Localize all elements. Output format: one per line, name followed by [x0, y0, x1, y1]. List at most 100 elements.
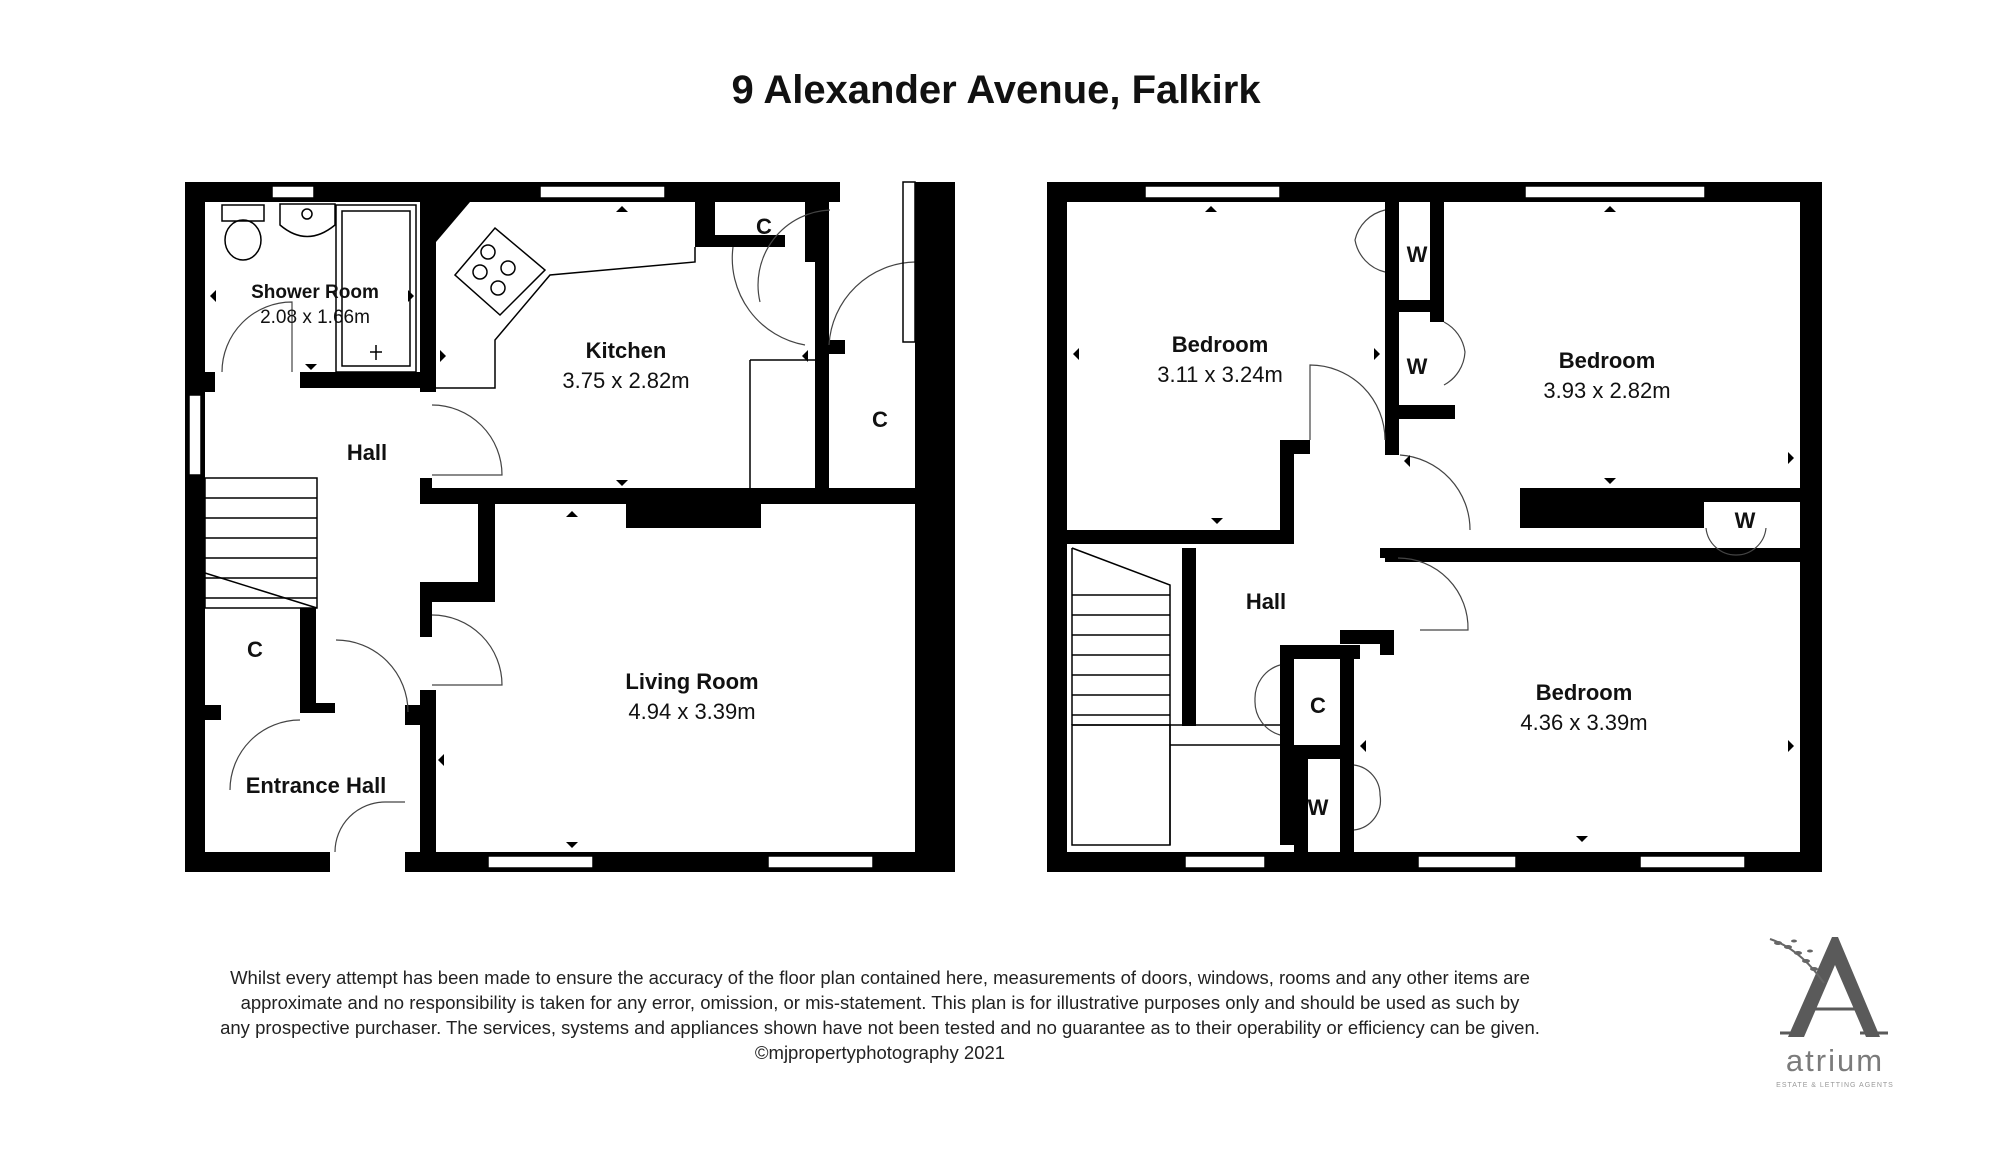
wardrobe-mid-wall [1385, 312, 1399, 452]
wardrobe-bottom-left [1294, 745, 1308, 855]
first-wall-left [1047, 182, 1067, 872]
door [1399, 454, 1471, 531]
letter-a-with-leaves-icon [1769, 937, 1888, 1037]
kitchen-corner [436, 202, 470, 242]
window [1524, 185, 1706, 199]
window [539, 185, 666, 199]
kitchen-name: Kitchen [586, 338, 667, 363]
door [221, 301, 293, 373]
living-room-dims: 4.94 x 3.39m [628, 699, 755, 724]
kitchen-cupboard-c-bottom [695, 235, 785, 247]
cupboard-stub [815, 340, 845, 354]
door [731, 246, 806, 346]
door [1309, 364, 1386, 441]
wardrobe-label: W [1735, 508, 1756, 533]
measure-arrow [305, 364, 317, 370]
cupboard-label: C [872, 407, 888, 432]
disclaimer: Whilst every attempt has been made to en… [140, 965, 1620, 1065]
window [1144, 185, 1281, 199]
ground-stairs [204, 477, 318, 609]
living-wall-nib [420, 582, 495, 602]
window [767, 855, 874, 869]
measure-arrow [1073, 348, 1079, 360]
first-wall-right [1800, 182, 1822, 872]
kitchen-cupboard-c-right [805, 202, 817, 262]
wardrobe-doors [1705, 527, 1767, 556]
stair-cupboard-wall [300, 608, 316, 703]
bed2-left-wall [1430, 202, 1444, 322]
cupboard-label: C [1310, 693, 1326, 718]
measure-arrow [1374, 348, 1380, 360]
wardrobe-bottom-stub [1340, 750, 1352, 765]
wardrobe-doors [1443, 321, 1466, 386]
measure-arrow [1604, 206, 1616, 212]
wardrobe-divider [1385, 300, 1440, 312]
copyright: ©mjpropertyphotography 2021 [754, 1042, 1006, 1063]
measure-arrow [566, 511, 578, 517]
measure-arrow [922, 754, 928, 766]
page-title: 9 Alexander Avenue, Falkirk [731, 68, 1261, 112]
door [335, 639, 409, 713]
door [334, 801, 405, 853]
bedroom-2-dims: 3.93 x 2.82m [1543, 378, 1670, 403]
disclaimer-line: approximate and no responsibility is tak… [240, 992, 1520, 1013]
shower-wall-bottom [300, 372, 420, 388]
shower-tray-icon [335, 204, 417, 373]
disclaimer-line: any prospective purchaser. The services,… [220, 1017, 1540, 1038]
ground-wall-bottom-left [185, 852, 330, 872]
ground-wall-left [185, 182, 205, 872]
first-hall-name: Hall [1246, 589, 1286, 614]
shower-wall-right [420, 202, 436, 392]
kitchen-dims: 3.75 x 2.82m [562, 368, 689, 393]
wardrobe-bottom-right [1340, 745, 1354, 855]
bedroom-3-name: Bedroom [1536, 680, 1633, 705]
logo-name: atrium [1785, 1043, 1885, 1078]
door [757, 209, 831, 303]
wardrobe-jamb [1385, 435, 1399, 455]
window [188, 394, 202, 476]
bed3-top-jamb [1380, 548, 1400, 558]
wardrobe-right-wall [1690, 488, 1704, 528]
wardrobe-top-wall [1385, 202, 1399, 312]
wardrobe-mid-bottom [1385, 405, 1455, 419]
living-wall-left-lower [420, 690, 436, 872]
ground-floor: Shower Room 2.08 x 1.66m Kitchen 3.75 x … [185, 181, 955, 872]
door-panel [902, 181, 916, 343]
living-wall-left-upper [478, 504, 495, 602]
ground-wall-top [185, 182, 840, 202]
bedroom-3-dims: 4.36 x 3.39m [1520, 710, 1647, 735]
kitchen-bottom-wall [420, 488, 915, 504]
landing-step [1340, 630, 1385, 644]
window [1417, 855, 1517, 869]
measure-arrow [1205, 206, 1217, 212]
bedroom-1-name: Bedroom [1172, 332, 1269, 357]
wardrobe-label: W [1308, 795, 1329, 820]
bed3-top-wall [1385, 548, 1805, 562]
living-room-name: Living Room [625, 669, 758, 694]
shower-room-name: Shower Room [251, 282, 379, 303]
measure-arrow [210, 290, 216, 302]
shower-wall-stub [205, 372, 215, 392]
door [229, 719, 301, 791]
window [271, 185, 315, 199]
stair-wall [1182, 548, 1196, 726]
disclaimer-line: Whilst every attempt has been made to en… [230, 967, 1530, 988]
measure-arrow [566, 842, 578, 848]
first-stairs [1071, 547, 1280, 846]
kitchen-unit [749, 359, 815, 488]
hob-icon [453, 226, 547, 317]
first-chimney [1520, 488, 1690, 528]
toilet-icon [221, 204, 265, 261]
measure-arrow [616, 480, 628, 486]
wardrobe-doors [1353, 764, 1382, 831]
wardrobe-label: W [1407, 242, 1428, 267]
entrance-wall-right [405, 705, 435, 725]
door [1397, 557, 1469, 631]
measure-arrow [1604, 478, 1616, 484]
cupboard-doors [1254, 664, 1281, 736]
door [828, 261, 916, 346]
cupboard-label: C [247, 637, 263, 662]
measure-arrow [616, 206, 628, 212]
ground-hall-name: Hall [347, 440, 387, 465]
